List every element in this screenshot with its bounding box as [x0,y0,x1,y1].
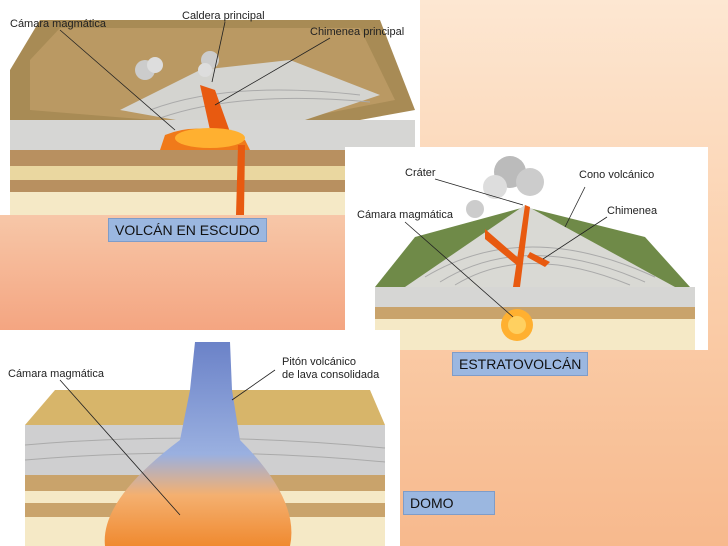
dome-illustration [24,342,386,546]
label-chimenea: Chimenea [607,205,658,217]
tag-estratovolcan: ESTRATOVOLCÁN [452,352,589,376]
label-camara-magmatica: Cámara magmática [10,18,106,30]
label-cono-volcanico: Cono volcánico [579,169,655,181]
label-camara-magmatica: Cámara magmática [8,368,104,380]
dome-diagram: Cámara magmática Pitón volcánico de lava… [0,330,400,546]
tag-domo: DOMO [403,491,495,515]
label-lava-consolidada: de lava consolidada [282,369,380,381]
shield-volcano-diagram: Cámara magmática Caldera principal Chime… [0,0,420,215]
label-camara-magmatica: Cámara magmática [357,209,453,221]
tag-volcan-escudo: VOLCÁN EN ESCUDO [108,218,267,242]
label-caldera-principal: Caldera principal [182,10,265,22]
label-crater: Cráter [405,167,436,179]
label-piton-volcanico: Pitón volcánico [282,356,356,368]
stratovolcano-diagram: Cráter Cono volcánico Cámara magmática C… [345,147,708,350]
stratovolcano-illustration [375,156,695,350]
shield-volcano-illustration [10,20,415,215]
label-chimenea-principal: Chimenea principal [310,26,405,38]
